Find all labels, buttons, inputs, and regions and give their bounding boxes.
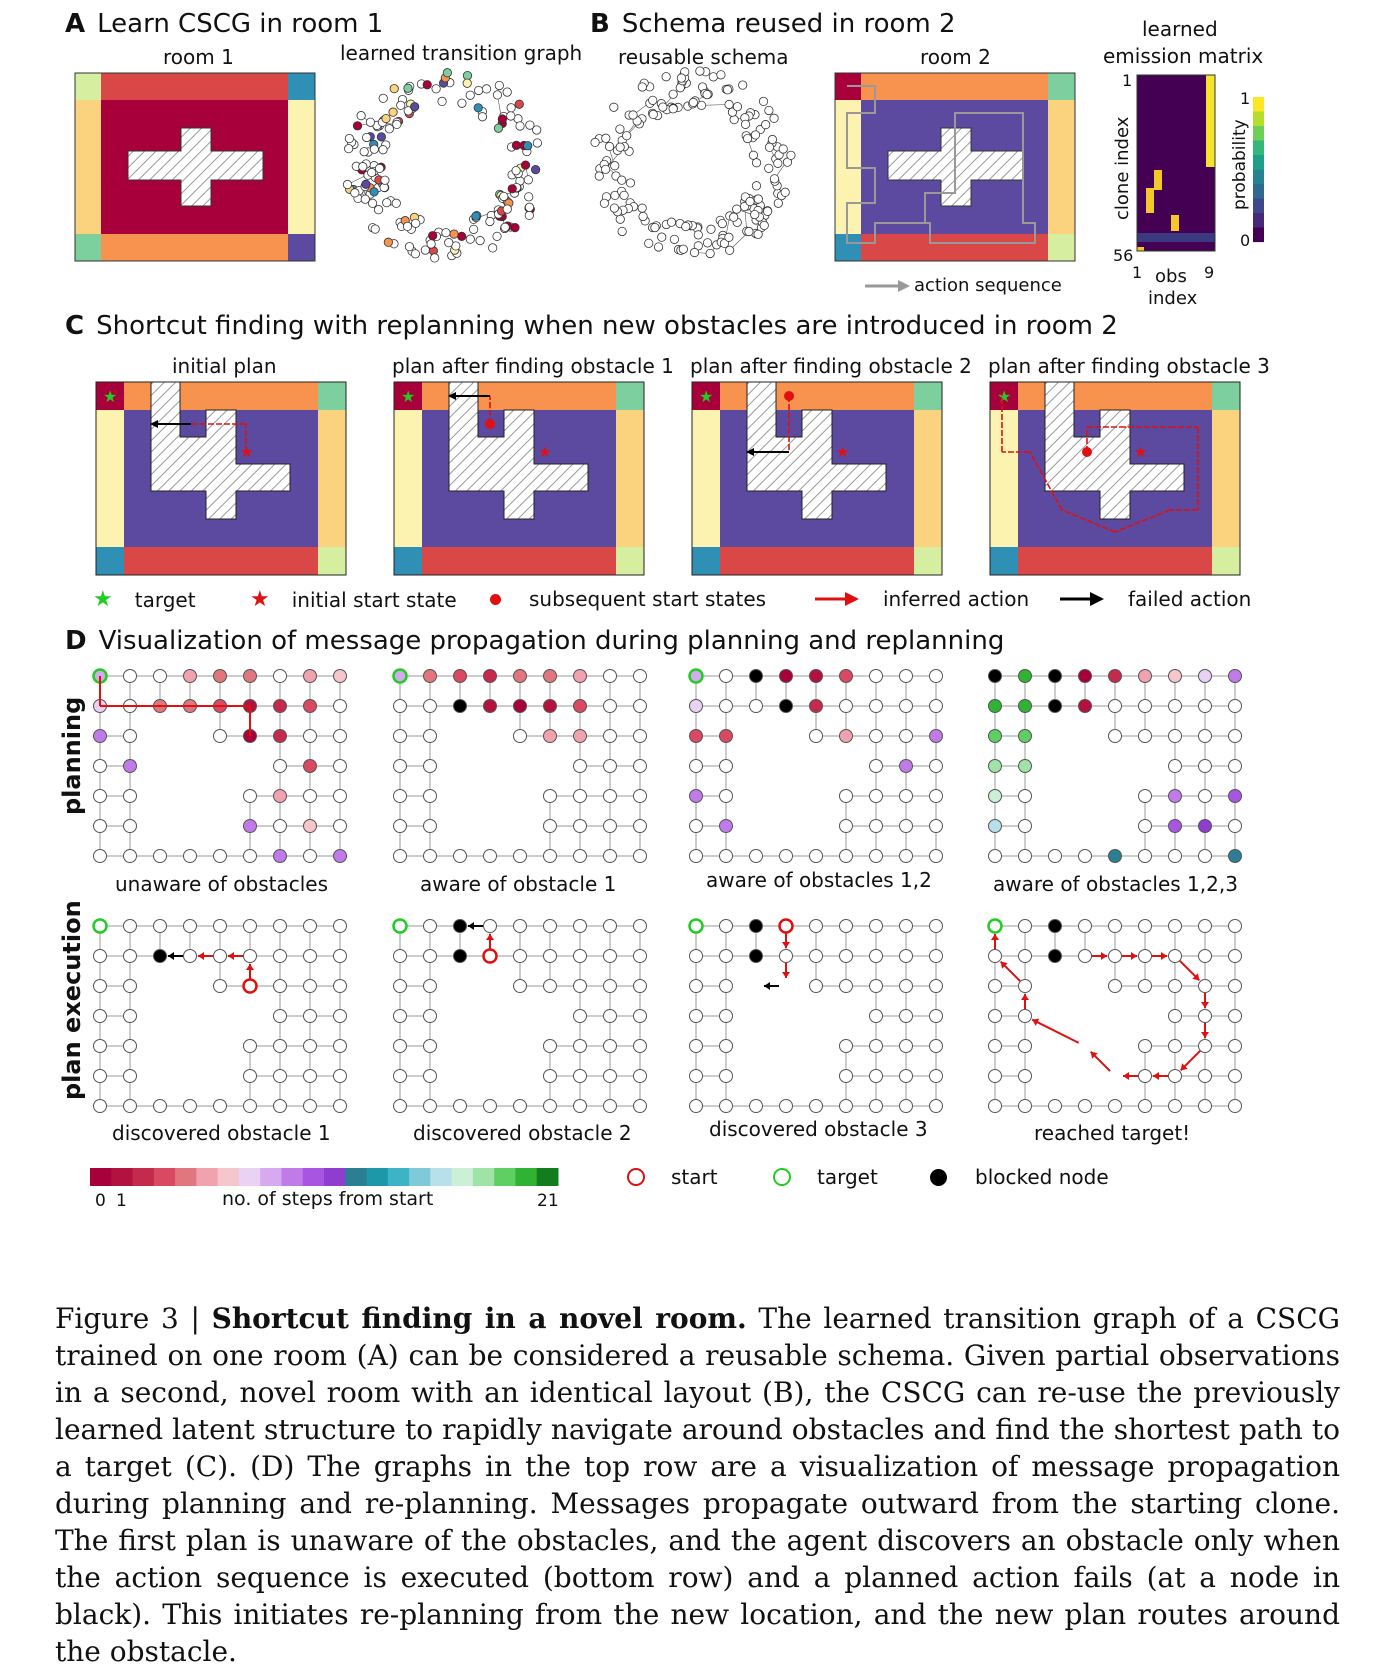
emission-x-label-1: obs	[1155, 266, 1187, 287]
svg-text:★: ★	[836, 443, 849, 461]
c-room-after-obstacle-3: ★★	[989, 381, 1241, 576]
d-top-label-2: aware of obstacle 1	[420, 872, 617, 896]
d-top-label-4: aware of obstacles 1,2,3	[993, 872, 1238, 896]
emission-matrix	[1136, 74, 1216, 252]
emission-title-2: emission matrix	[1103, 44, 1264, 68]
execution-graph-3	[688, 918, 943, 1113]
svg-text:★: ★	[1134, 443, 1147, 461]
legend-subsequent-start: subsequent start states	[490, 587, 766, 611]
emission-y-top: 1	[1122, 71, 1133, 90]
steps-min-0: 0	[95, 1191, 106, 1211]
emission-title-1: learned	[1142, 17, 1218, 41]
d-bottom-label-3: discovered obstacle 3	[709, 1117, 928, 1141]
caption-fig-number: Figure 3 |	[55, 1302, 212, 1335]
svg-text:★: ★	[699, 387, 713, 406]
legend-start: start	[627, 1165, 718, 1189]
planning-graph-2	[392, 668, 647, 863]
start-ring-icon	[627, 1168, 645, 1186]
execution-graph-4	[987, 918, 1242, 1113]
black-arrow-icon	[1060, 592, 1104, 606]
execution-graph-2	[392, 918, 647, 1113]
d-top-label-1: unaware of obstacles	[115, 872, 329, 896]
cbar-top-label: 1	[1240, 89, 1251, 108]
emission-x-right: 9	[1204, 263, 1215, 282]
svg-text:★: ★	[103, 387, 117, 406]
caption-body: The learned transition graph of a CSCG t…	[55, 1302, 1340, 1668]
cbar-bottom-label: 0	[1240, 231, 1251, 250]
svg-text:★: ★	[401, 387, 415, 406]
figure-caption: Figure 3 | Shortcut finding in a novel r…	[55, 1300, 1340, 1670]
room2-map	[834, 72, 1076, 262]
probability-label: probability	[1230, 119, 1250, 210]
reusable-schema-graph	[590, 66, 796, 259]
room2-label: room 2	[920, 45, 991, 69]
blocked-dot-icon	[930, 1168, 947, 1186]
action-sequence-arrow	[865, 280, 910, 292]
target-ring-icon	[773, 1168, 791, 1186]
execution-graph-1	[92, 918, 347, 1113]
legend-initial-start: ★initial start state	[250, 587, 457, 612]
emission-x-left: 1	[1132, 263, 1143, 282]
c-room-initial-plan: ★★	[95, 381, 347, 576]
action-sequence-label: action sequence	[914, 275, 1062, 296]
room1-map	[74, 72, 316, 262]
red-star-icon: ★	[250, 587, 270, 612]
legend-blocked: blocked node	[930, 1165, 1109, 1189]
steps-label: no. of steps from start	[222, 1188, 434, 1210]
legend-target: ★target	[93, 587, 196, 612]
d-bottom-label-2: discovered obstacle 2	[413, 1121, 632, 1145]
c-subtitle-2: plan after finding obstacle 1	[392, 354, 674, 378]
row-label-planning: planning	[58, 696, 86, 815]
legend-failed-action: failed action	[1060, 587, 1251, 611]
learned-transition-graph	[342, 68, 542, 263]
svg-text:★: ★	[997, 387, 1011, 406]
red-arrow-icon	[815, 592, 859, 606]
room1-label: room 1	[163, 45, 234, 69]
c-room-after-obstacle-1: ★★	[393, 381, 645, 576]
red-dot-icon	[490, 593, 501, 605]
row-label-execution: plan execution	[58, 900, 86, 1100]
caption-title: Shortcut finding in a novel room.	[211, 1302, 747, 1335]
clone-index-label: clone index	[1112, 116, 1133, 220]
legend-target-node: target	[773, 1165, 878, 1189]
emission-x-label-2: index	[1148, 288, 1198, 309]
c-room-after-obstacle-2: ★★	[691, 381, 943, 576]
d-bottom-label-1: discovered obstacle 1	[112, 1121, 331, 1145]
c-subtitle-4: plan after finding obstacle 3	[988, 354, 1270, 378]
steps-max: 21	[537, 1191, 559, 1211]
planning-graph-4	[988, 669, 1242, 863]
d-top-label-3: aware of obstacles 1,2	[706, 868, 932, 892]
legend-inferred-action: inferred action	[815, 587, 1029, 611]
emission-y-bottom: 56	[1113, 246, 1134, 265]
green-star-icon: ★	[93, 587, 113, 612]
transition-graph-label: learned transition graph	[340, 41, 583, 65]
c-subtitle-3: plan after finding obstacle 2	[690, 354, 972, 378]
schema-label: reusable schema	[618, 45, 789, 69]
planning-graph-1	[92, 668, 347, 863]
steps-colorbar	[90, 1168, 559, 1186]
planning-graph-3	[688, 668, 943, 863]
steps-min-1: 1	[116, 1191, 127, 1211]
c-subtitle-1: initial plan	[172, 354, 277, 378]
svg-text:★: ★	[538, 443, 551, 461]
probability-colorbar	[1253, 97, 1264, 243]
d-bottom-label-4: reached target!	[1034, 1121, 1191, 1145]
